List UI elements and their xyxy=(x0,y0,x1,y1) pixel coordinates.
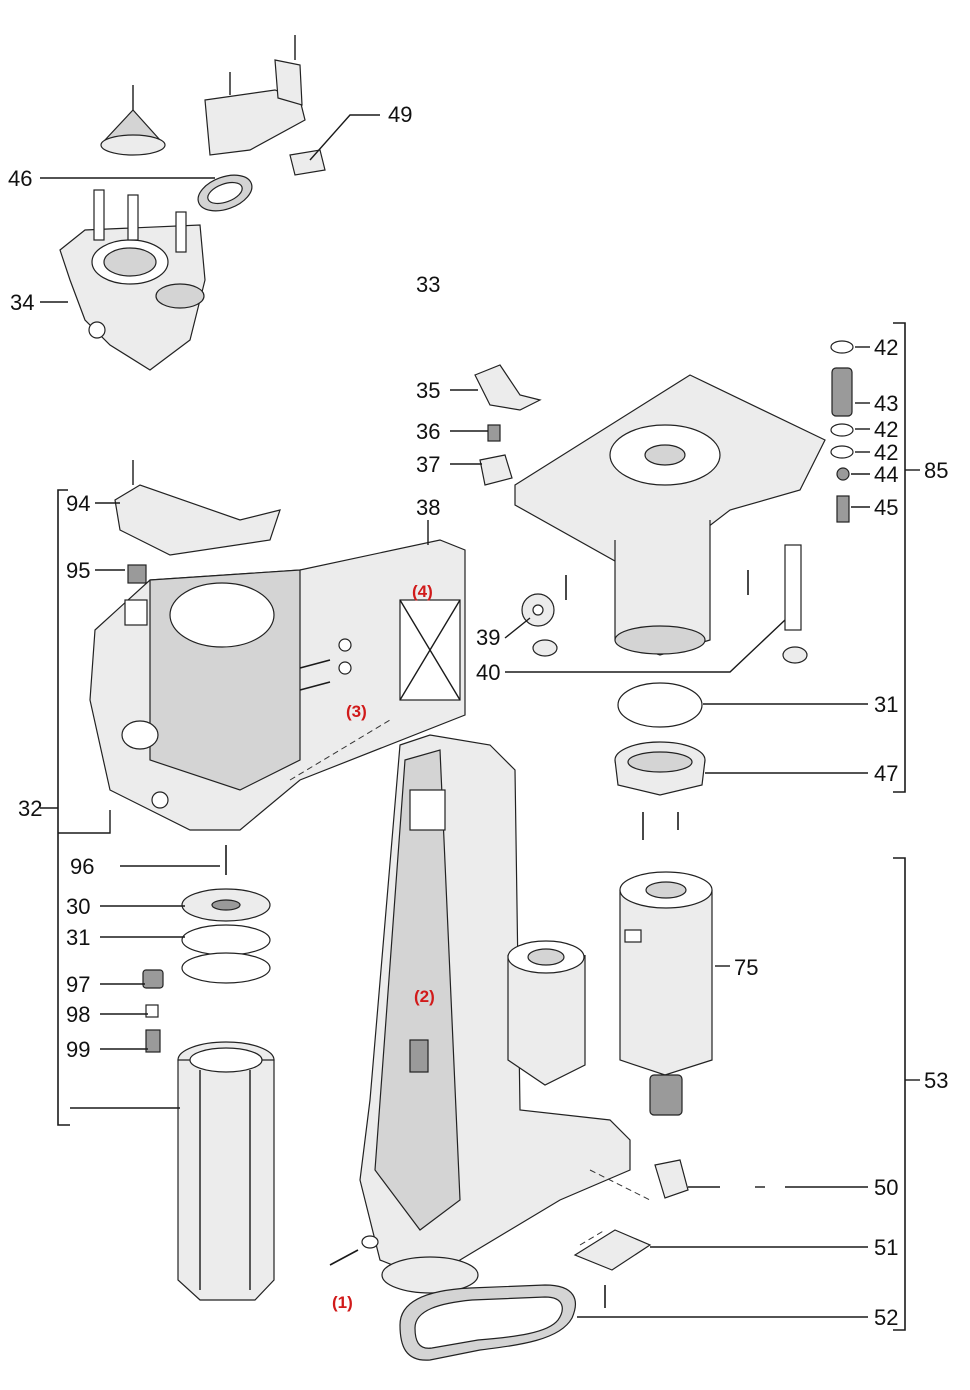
label-53: 53 xyxy=(924,1068,948,1093)
label-52: 52 xyxy=(874,1305,898,1330)
part-32-brew-body xyxy=(89,484,466,831)
label-43: 43 xyxy=(874,391,898,416)
screws-38 xyxy=(132,460,352,691)
label-36: 36 xyxy=(416,419,440,444)
callout-1: (1) xyxy=(332,1293,353,1312)
label-39: 39 xyxy=(476,625,500,650)
part-36-spring xyxy=(487,424,501,442)
part-97-99-valve xyxy=(142,969,164,1053)
part-42-43-45-valve-stack xyxy=(830,340,854,523)
brew-cylinder xyxy=(177,1041,275,1301)
part-85-top-plate xyxy=(514,374,826,576)
label-45: 45 xyxy=(874,495,898,520)
main-column xyxy=(359,734,631,1294)
label-35: 35 xyxy=(416,378,440,403)
label-96: 96 xyxy=(70,854,94,879)
part-49-clip xyxy=(289,149,326,176)
label-30: 30 xyxy=(66,894,90,919)
label-40: 40 xyxy=(476,660,500,685)
callout-2: (2) xyxy=(414,987,435,1006)
callout-3: (3) xyxy=(346,702,367,721)
part-30-sieve xyxy=(181,888,271,922)
part-37-block xyxy=(479,454,513,486)
part-47-filter-cup xyxy=(614,741,706,796)
label-34: 34 xyxy=(10,290,34,315)
part-51-plate xyxy=(573,1229,652,1308)
label-46: 46 xyxy=(8,166,32,191)
label-32: 32 xyxy=(18,796,42,821)
label-99: 99 xyxy=(66,1037,90,1062)
label-98: 98 xyxy=(66,1002,90,1027)
part-31-oring-right xyxy=(617,682,703,728)
label-31-left: 31 xyxy=(66,925,90,950)
label-42-b: 42 xyxy=(874,417,898,442)
drum-cylinder xyxy=(614,520,711,656)
part-52-drive-belt xyxy=(399,1284,576,1361)
screw-1 xyxy=(329,1235,379,1266)
label-42-c: 42 xyxy=(874,440,898,465)
label-95: 95 xyxy=(66,558,90,583)
part-31-orings-left xyxy=(181,924,271,984)
part-34-tank-housing xyxy=(59,189,206,371)
label-31-right: 31 xyxy=(874,692,898,717)
label-97: 97 xyxy=(66,972,90,997)
callout-4: (4) xyxy=(412,582,433,601)
label-33: 33 xyxy=(416,272,440,297)
label-51: 51 xyxy=(874,1235,898,1260)
label-94: 94 xyxy=(66,491,90,516)
label-50: 50 xyxy=(874,1175,898,1200)
bracket-top xyxy=(204,35,306,156)
label-38: 38 xyxy=(416,495,440,520)
part-50-switch xyxy=(654,1159,689,1199)
part-95-spring xyxy=(124,564,148,626)
part-46-oval-gasket xyxy=(197,174,253,212)
part-40-nut xyxy=(532,639,558,657)
column-motor xyxy=(507,940,586,1086)
label-42-a: 42 xyxy=(874,335,898,360)
label-75: 75 xyxy=(734,955,758,980)
part-35-bracket xyxy=(474,364,542,411)
label-44: 44 xyxy=(874,462,898,487)
label-47: 47 xyxy=(874,761,898,786)
label-85: 85 xyxy=(924,458,948,483)
part-75-motor xyxy=(619,871,713,1116)
plate-screws xyxy=(565,544,808,840)
label-49: 49 xyxy=(388,102,412,127)
label-37: 37 xyxy=(416,452,440,477)
cone-cap xyxy=(100,85,166,156)
